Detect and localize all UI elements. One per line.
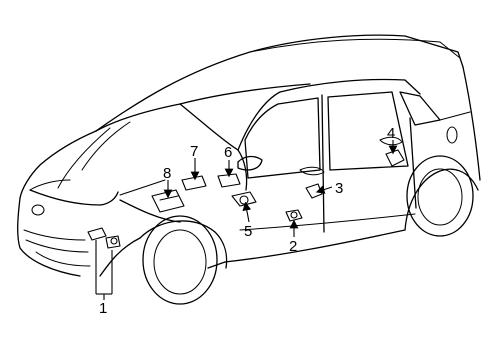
part-3 [305, 183, 323, 199]
callout-1: 1 [99, 300, 107, 317]
part-7 [181, 175, 207, 191]
leader-lines [95, 140, 398, 300]
callout-3: 3 [335, 180, 343, 197]
callout-7: 7 [190, 143, 198, 160]
part-2 [285, 209, 303, 222]
part-5 [231, 191, 257, 207]
part-1a [87, 227, 107, 241]
part-4 [385, 149, 405, 167]
part-6 [217, 173, 241, 188]
callout-8: 8 [163, 165, 171, 182]
part-1b [105, 235, 121, 249]
callout-2: 2 [289, 238, 297, 255]
callout-5: 5 [244, 223, 252, 240]
callout-4: 4 [387, 125, 395, 142]
callout-6: 6 [224, 144, 232, 161]
vehicle-outline [17, 34, 481, 305]
